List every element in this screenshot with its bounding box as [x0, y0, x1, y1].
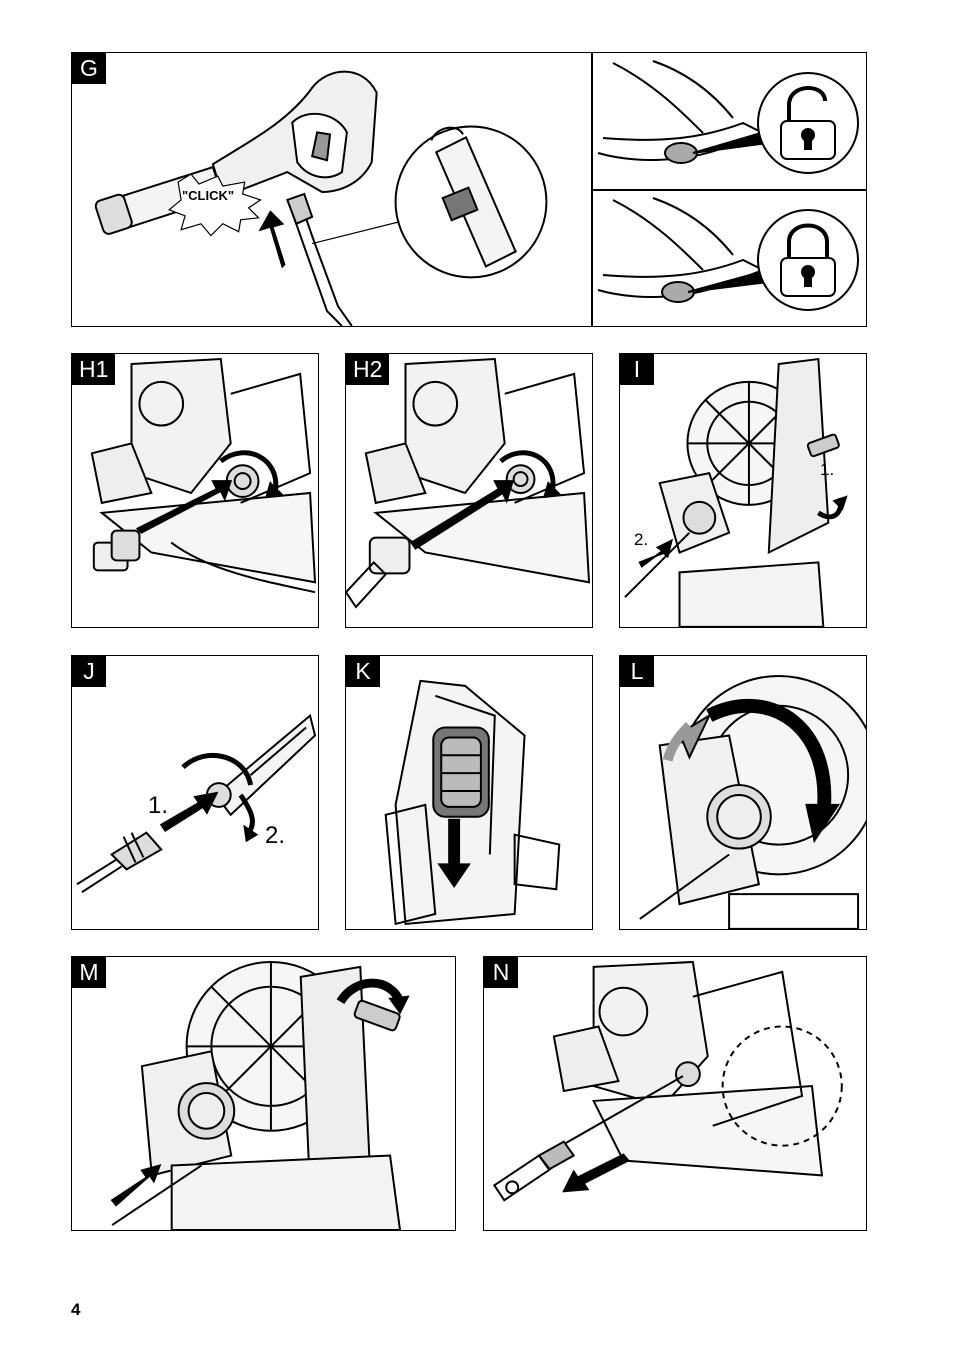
padlock-closed-icon: [807, 203, 808, 204]
panel-label-g: G: [72, 53, 106, 84]
panel-label-l: L: [620, 656, 654, 687]
page-number: 4: [71, 1300, 80, 1320]
panel-label-j: J: [72, 656, 106, 687]
water-connector-attach-illustration: [72, 354, 318, 627]
step-2-label-i: 2.: [634, 530, 648, 550]
panel-label-h1: H1: [72, 354, 115, 385]
panel-h2: H2: [345, 353, 593, 628]
panel-label-h2: H2: [346, 354, 389, 385]
panel-label-i: I: [620, 354, 654, 385]
hose-reel-detach-illustration: [620, 354, 866, 627]
filter-removal-illustration: [346, 656, 592, 929]
step-2-label-j: 2.: [265, 822, 285, 850]
panel-k: K: [345, 655, 593, 930]
panel-label-n: N: [484, 957, 518, 988]
supply-hose-attach-illustration: [346, 354, 592, 627]
panel-g: G "CLICK": [71, 52, 867, 327]
panel-h1: H1: [71, 353, 319, 628]
panel-n: N: [483, 956, 867, 1231]
hose-reel-attach-illustration: [72, 957, 455, 1230]
panel-i: I 1. 2.: [619, 353, 867, 628]
step-1-label-j: 1.: [148, 792, 168, 820]
panel-m: M: [71, 956, 456, 1231]
panel-label-m: M: [72, 957, 106, 988]
trigger-lock-locked-illustration: [593, 190, 867, 327]
nozzle-attach-illustration: [72, 656, 318, 929]
panel-j: J 1. 2.: [71, 655, 319, 930]
padlock-open-icon: [807, 63, 808, 64]
step-1-label-i: 1.: [820, 460, 834, 480]
water-filter-remove-illustration: [484, 957, 866, 1230]
panel-label-k: K: [346, 656, 380, 687]
reel-crank-rotate-illustration: [620, 656, 866, 929]
panel-l: L: [619, 655, 867, 930]
click-sound-text: "CLICK": [182, 188, 234, 203]
trigger-lock-unlocked-illustration: [593, 53, 867, 189]
